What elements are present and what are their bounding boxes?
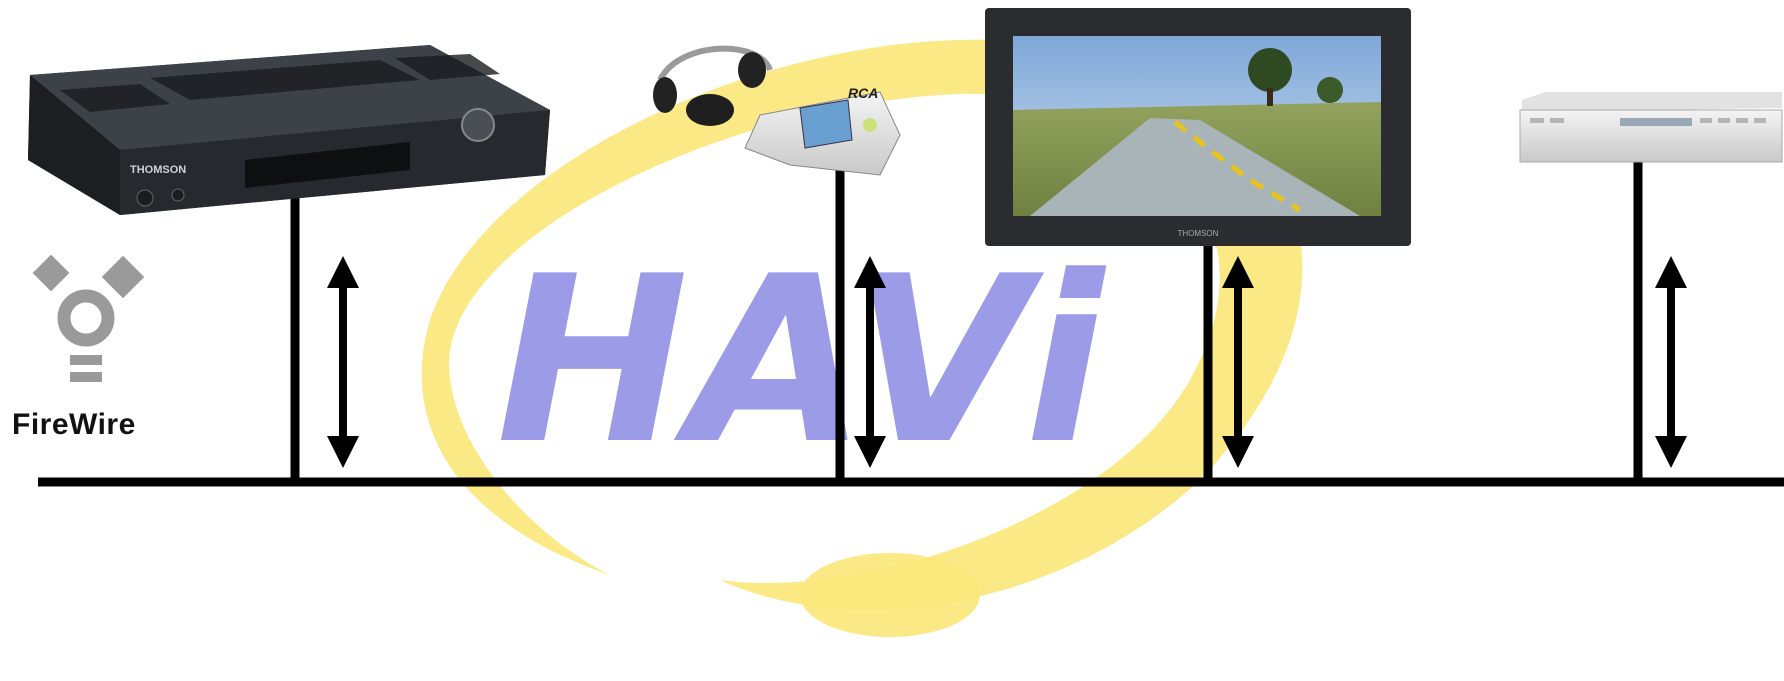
- dvd-player-icon: [1520, 92, 1782, 162]
- player-brand: RCA: [848, 85, 878, 101]
- set-top-box-icon: THOMSON: [28, 45, 550, 215]
- tv-brand: THOMSON: [1178, 229, 1219, 238]
- tv-icon: THOMSON: [985, 8, 1411, 246]
- set-top-box-brand: THOMSON: [130, 164, 186, 176]
- logo-text: HAVi: [496, 228, 1107, 495]
- firewire-label: FireWire: [12, 408, 136, 442]
- logo-ring-tail: [800, 553, 980, 637]
- firewire-icon: [33, 255, 145, 382]
